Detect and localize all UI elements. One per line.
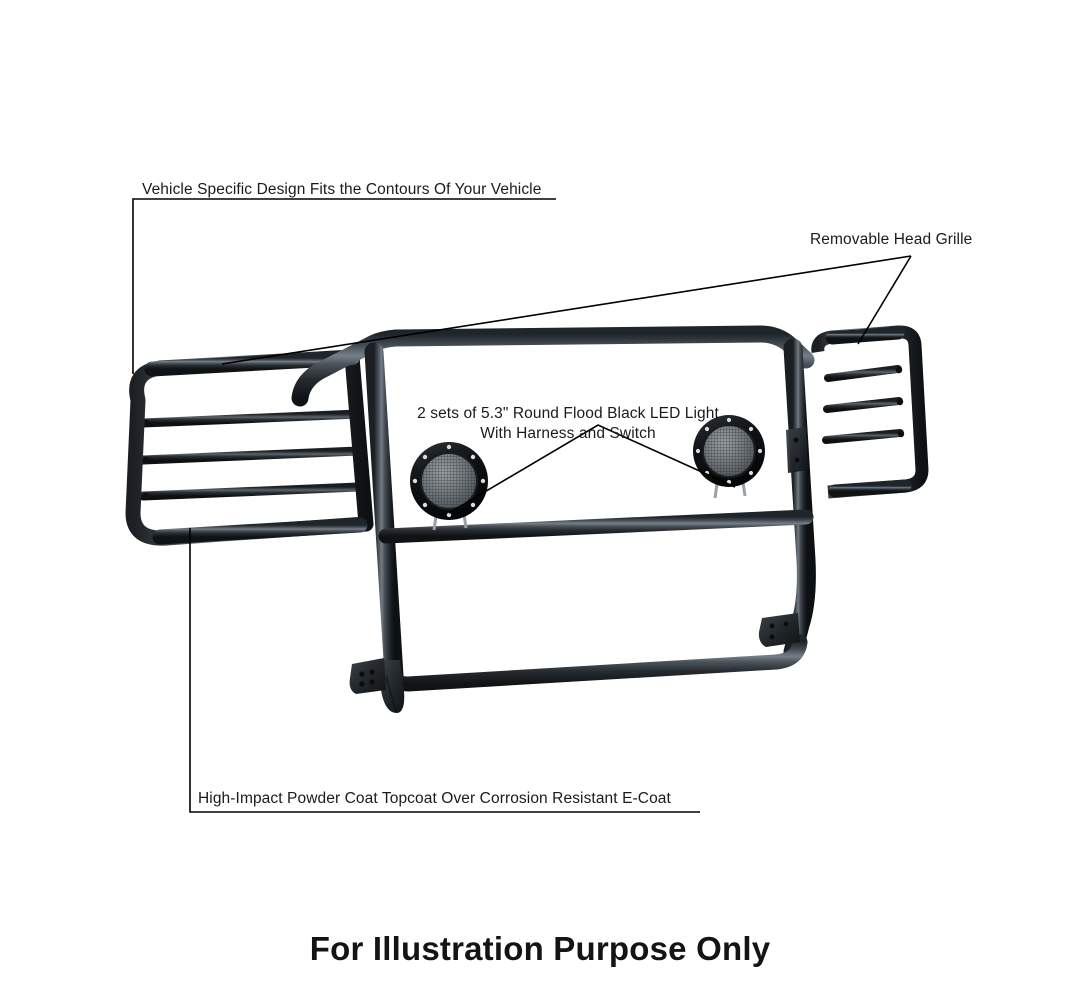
right-head-grille-wing — [811, 325, 929, 499]
main-top-rail — [291, 325, 815, 407]
middle-crossbar — [378, 509, 814, 544]
right-mount-bracket — [758, 613, 800, 647]
lower-hoop — [384, 634, 808, 692]
left-mount-bracket — [349, 658, 386, 694]
leader-head-grille-short — [857, 255, 912, 345]
annotation-led-line2: With Harness and Switch — [480, 425, 656, 443]
led-light-left — [410, 442, 488, 531]
annotation-powder-coat-ecoat: High-Impact Powder Coat Topcoat Over Cor… — [198, 790, 671, 807]
leader-ecoat — [189, 528, 700, 813]
annotation-removable-head-grille: Removable Head Grille — [810, 231, 973, 248]
right-upright — [783, 338, 816, 662]
leader-lines — [132, 198, 912, 813]
left-head-grille-wing — [125, 349, 374, 546]
led-bezel-bolts — [412, 444, 486, 518]
illustration-caption: For Illustration Purpose Only — [309, 930, 771, 967]
left-upright — [364, 342, 404, 686]
annotation-vehicle-specific-design: Vehicle Specific Design Fits the Contour… — [142, 181, 542, 198]
left-wing-bars — [138, 409, 363, 501]
left-leg-end — [379, 660, 405, 714]
upper-right-bracket — [786, 427, 808, 473]
leader-contours — [132, 198, 556, 374]
annotation-led-line1: 2 sets of 5.3" Round Flood Black LED Lig… — [417, 405, 719, 422]
leader-head-grille-long — [221, 255, 912, 365]
right-wing-bars — [822, 365, 905, 444]
annotation-led-light: 2 sets of 5.3" Round Flood Black LED Lig… — [408, 404, 728, 445]
